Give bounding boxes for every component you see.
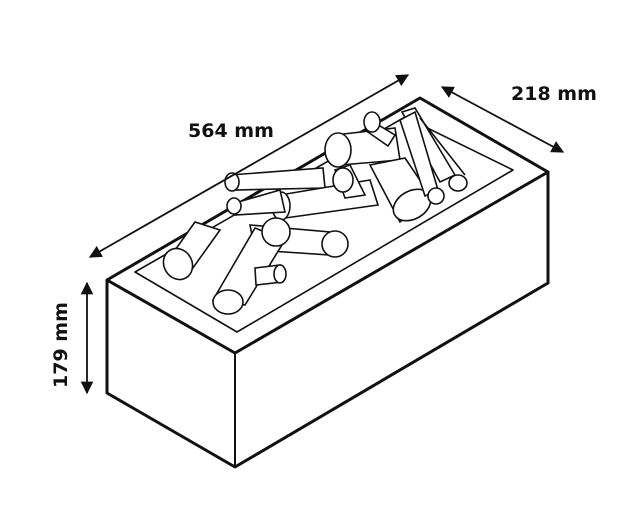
log <box>254 264 287 286</box>
length-label: 564 mm <box>188 120 274 142</box>
log <box>162 221 222 281</box>
log <box>399 110 445 205</box>
height-label: 179 mm <box>50 302 72 388</box>
length-dimension-arrow <box>88 74 410 258</box>
depth-dimension-arrow <box>440 86 565 153</box>
depth-label: 218 mm <box>511 83 597 105</box>
